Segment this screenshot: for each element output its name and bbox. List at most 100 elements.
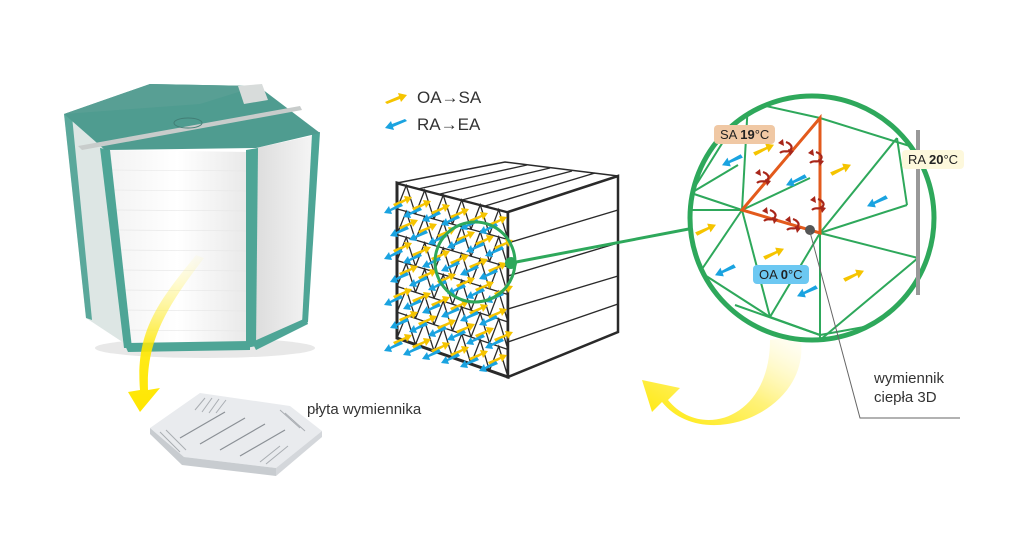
blue-arrow-icon xyxy=(422,211,441,222)
probe-dot xyxy=(805,225,815,235)
zoom-flow-arrows xyxy=(695,143,888,298)
blue-arrow-icon xyxy=(441,261,460,272)
yellow-arrow-icon xyxy=(431,204,450,215)
blue-arrow-icon xyxy=(485,246,504,257)
yellow-arrow-icon xyxy=(437,319,456,330)
grid-line xyxy=(396,183,417,215)
blue-arrow-icon xyxy=(466,288,485,299)
temp-oa-unit: °C xyxy=(787,267,803,282)
blue-arrow-icon xyxy=(390,226,409,237)
legend-item-oa-sa: OA→SA xyxy=(385,88,481,108)
yellow-arrow-icon xyxy=(393,196,412,207)
yellow-arrow-icon xyxy=(753,143,774,156)
yellow-arrow-icon xyxy=(412,338,431,349)
blue-arrow-icon xyxy=(479,315,498,326)
blue-arrow-icon xyxy=(403,299,422,310)
heat-squiggle-icon xyxy=(778,139,794,156)
blue-arrow-icon xyxy=(403,253,422,264)
grid-line xyxy=(433,219,454,252)
yellow-arrow-icon xyxy=(830,163,851,176)
zoom-circle xyxy=(687,93,937,343)
temp-sa-unit: °C xyxy=(754,127,770,142)
blue-arrow-icon xyxy=(447,284,466,295)
yellow-arrow-icon xyxy=(393,288,412,299)
blue-arrow-icon xyxy=(422,303,441,314)
temp-ra-unit: °C xyxy=(943,152,959,167)
temp-label-ra: RA 20°C xyxy=(902,150,965,169)
blue-arrow-icon xyxy=(441,215,460,226)
blue-arrow-icon xyxy=(390,318,409,329)
temp-sa-value: 19 xyxy=(740,127,755,142)
exchanger-plate-image xyxy=(150,393,322,476)
heat-transfer-arrows xyxy=(755,139,826,233)
yellow-arrow-icon xyxy=(450,208,469,219)
yellow-arrow-icon xyxy=(437,273,456,284)
right-face xyxy=(254,135,316,344)
magnifier-dot xyxy=(505,257,517,269)
yellow-arrow-icon xyxy=(475,235,494,246)
yellow-arrow-icon xyxy=(399,265,418,276)
heat-squiggle-icon xyxy=(755,169,771,186)
yellow-curve-arrow-left xyxy=(128,255,204,412)
blue-arrow-icon xyxy=(428,326,447,337)
yellow-arrow-icon xyxy=(456,277,475,288)
blue-arrow-icon xyxy=(384,341,403,352)
blue-arrow-icon xyxy=(384,295,403,306)
blue-arrow-icon xyxy=(384,249,403,260)
temp-label-oa: OA 0°C xyxy=(753,265,809,284)
yellow-curve-arrow-right xyxy=(642,335,802,426)
yellow-arrow-icon xyxy=(475,327,494,338)
callout-line xyxy=(809,231,960,419)
blue-arrow-icon xyxy=(447,238,466,249)
grid-line xyxy=(470,311,491,344)
yellow-arrow-icon xyxy=(418,269,437,280)
grid-line xyxy=(396,313,417,345)
yellow-arrow-icon xyxy=(399,311,418,322)
yellow-arrow-icon xyxy=(450,346,469,357)
yellow-arrow-icon xyxy=(450,254,469,265)
yellow-arrow-icon xyxy=(488,216,507,227)
blue-arrow-icon xyxy=(447,330,466,341)
yellow-arrow-icon xyxy=(488,354,507,365)
yellow-arrow-icon xyxy=(494,331,513,342)
exchanger-caption: wymiennik ciepła 3D xyxy=(874,369,944,407)
blue-arrow-icon xyxy=(441,307,460,318)
temp-oa-value: 0 xyxy=(780,267,788,282)
blue-arrow-icon xyxy=(479,269,498,280)
temp-sa-name: SA xyxy=(720,127,737,142)
blue-arrow-icon xyxy=(384,203,403,214)
yellow-arrow-icon xyxy=(475,281,494,292)
blue-arrow-icon xyxy=(403,345,422,356)
blue-arrow-icon xyxy=(797,285,818,298)
grid-line xyxy=(414,214,435,246)
plate-caption: płyta wymiennika xyxy=(307,401,422,418)
yellow-arrow-icon xyxy=(488,308,507,319)
exchanger-caption-line1: wymiennik xyxy=(874,370,945,387)
yellow-arrow-icon xyxy=(431,342,450,353)
blue-arrow-icon xyxy=(466,242,485,253)
heat-squiggle-icon xyxy=(785,216,801,233)
blue-arrow-icon xyxy=(466,334,485,345)
magnifier-connector-line xyxy=(510,226,695,265)
blue-arrow-icon xyxy=(715,264,736,277)
blue-arrow-icon xyxy=(409,230,428,241)
yellow-arrow-icon xyxy=(456,323,475,334)
exchanger-caption-line2: ciepła 3D xyxy=(874,389,937,406)
heat-exchanger-product-image xyxy=(64,84,320,358)
blue-arrow-icon xyxy=(460,357,479,368)
heat-squiggle-icon xyxy=(808,149,824,166)
grid-line xyxy=(488,317,509,350)
blue-arrow-icon xyxy=(409,276,428,287)
yellow-arrow-icon xyxy=(431,296,450,307)
heat-squiggle-icon xyxy=(762,207,778,224)
blue-arrow-icon xyxy=(422,349,441,360)
grid-line xyxy=(488,262,509,295)
yellow-arrow-icon xyxy=(469,258,488,269)
yellow-arrow-icon xyxy=(418,223,437,234)
yellow-arrow-icon xyxy=(418,315,437,326)
blue-arrow-icon xyxy=(409,322,428,333)
yellow-arrow-icon xyxy=(399,219,418,230)
heat-squiggle-icon xyxy=(810,196,826,213)
legend-label-ra-ea: RA→EA xyxy=(417,115,481,134)
